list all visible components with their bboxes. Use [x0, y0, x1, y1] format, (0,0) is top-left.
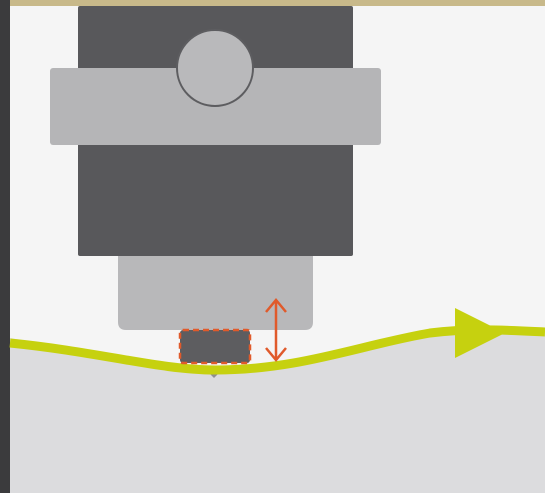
circle-knob-icon — [177, 30, 253, 106]
lower-housing — [118, 256, 313, 330]
top-strip — [10, 0, 545, 6]
probe-tip — [180, 330, 250, 363]
